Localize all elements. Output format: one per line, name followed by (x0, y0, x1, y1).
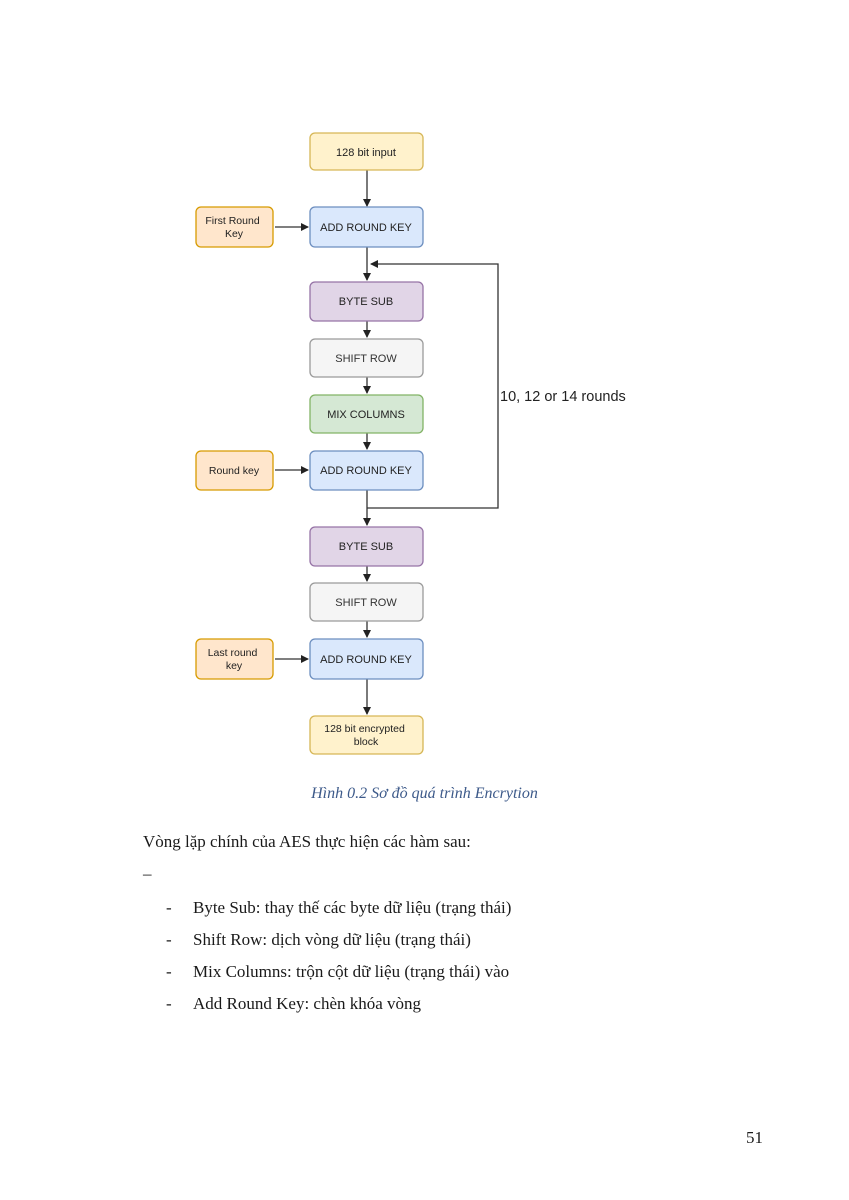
node-label: Last round key (208, 647, 261, 672)
list-item-text: Shift Row: dịch vòng dữ liệu (trạng thái… (193, 930, 471, 949)
node-box (195, 206, 274, 248)
node-label-line-1: 128 bit encrypted (324, 723, 405, 735)
list-item: - Mix Columns: trộn cột dữ liệu (trạng th… (166, 962, 511, 994)
node-label: 128 bit encrypted block (324, 723, 407, 748)
list-item: - Byte Sub: thay thế các byte dữ liệu (tr… (166, 898, 511, 930)
node-label: ADD ROUND KEY (320, 222, 412, 234)
node-label: First Round Key (205, 215, 262, 240)
list-item-text: Mix Columns: trộn cột dữ liệu (trạng thá… (193, 962, 510, 981)
node-label: BYTE SUB (339, 296, 393, 308)
node-box (309, 281, 424, 322)
flow-connectors (275, 170, 499, 715)
list-item: - Shift Row: dịch vòng dữ liệu (trạng thá… (166, 930, 511, 962)
loop-label: 10, 12 or 14 rounds (500, 389, 626, 405)
bullet-mark: - (166, 930, 172, 949)
bullet-mark: - (166, 962, 172, 981)
node-label-line-1: First Round (205, 215, 259, 227)
intro-paragraph: Vòng lặp chính của AES thực hiện các hàm… (143, 832, 471, 851)
node-label-line-1: Last round (208, 647, 258, 659)
node-box (309, 338, 424, 378)
node-label-line-2: block (354, 736, 379, 748)
list-item-text: Add Round Key: chèn khóa vòng (193, 994, 422, 1013)
node-box (309, 715, 424, 755)
node-box (309, 206, 424, 248)
function-list: - Byte Sub: thay thế các byte dữ liệu (tr… (166, 898, 511, 1026)
node-shift-row-1: SHIFT ROW (309, 338, 424, 378)
node-first-round-key: First Round Key (195, 206, 274, 248)
bullet-mark: - (166, 898, 172, 917)
node-label-line-2: Key (225, 228, 244, 240)
node-box (309, 132, 424, 171)
node-byte-sub-1: BYTE SUB (309, 281, 424, 322)
node-shift-row-2: SHIFT ROW (309, 582, 424, 622)
figure-caption: Hình 0.2 Sơ đồ quá trình Encrytion (311, 785, 538, 802)
node-label: SHIFT ROW (335, 353, 397, 365)
node-label: SHIFT ROW (335, 597, 397, 609)
bullet-mark: - (166, 994, 172, 1013)
node-add-round-key-1: ADD ROUND KEY (309, 206, 424, 248)
node-label: ADD ROUND KEY (320, 654, 412, 666)
node-label-line-2: key (226, 660, 243, 672)
node-128-bit-encrypted-block: 128 bit encrypted block (309, 715, 424, 755)
node-label: BYTE SUB (339, 541, 393, 553)
node-last-round-key: Last round key (195, 638, 274, 680)
aes-encryption-flowchart: 128 bit input First Round Key ADD ROUND … (195, 132, 626, 755)
node-label: 128 bit input (336, 147, 396, 159)
dash-line: – (143, 864, 152, 883)
node-box (309, 526, 424, 567)
node-box (309, 638, 424, 680)
node-box (309, 582, 424, 622)
node-label: MIX COLUMNS (327, 409, 405, 421)
node-box (195, 450, 274, 491)
node-mix-columns: MIX COLUMNS (309, 394, 424, 434)
node-round-key: Round key (195, 450, 274, 491)
node-label: ADD ROUND KEY (320, 465, 412, 477)
list-item-text: Byte Sub: thay thế các byte dữ liệu (trạ… (193, 898, 512, 917)
node-add-round-key-2: ADD ROUND KEY (309, 450, 424, 491)
loop-back-path (367, 260, 499, 509)
node-box (309, 450, 424, 491)
page-number: 51 (746, 1128, 763, 1147)
node-label: Round key (209, 465, 260, 477)
node-add-round-key-3: ADD ROUND KEY (309, 638, 424, 680)
node-box (195, 638, 274, 680)
node-byte-sub-2: BYTE SUB (309, 526, 424, 567)
node-box (309, 394, 424, 434)
list-item: - Add Round Key: chèn khóa vòng (166, 994, 511, 1026)
node-128-bit-input: 128 bit input (309, 132, 424, 171)
